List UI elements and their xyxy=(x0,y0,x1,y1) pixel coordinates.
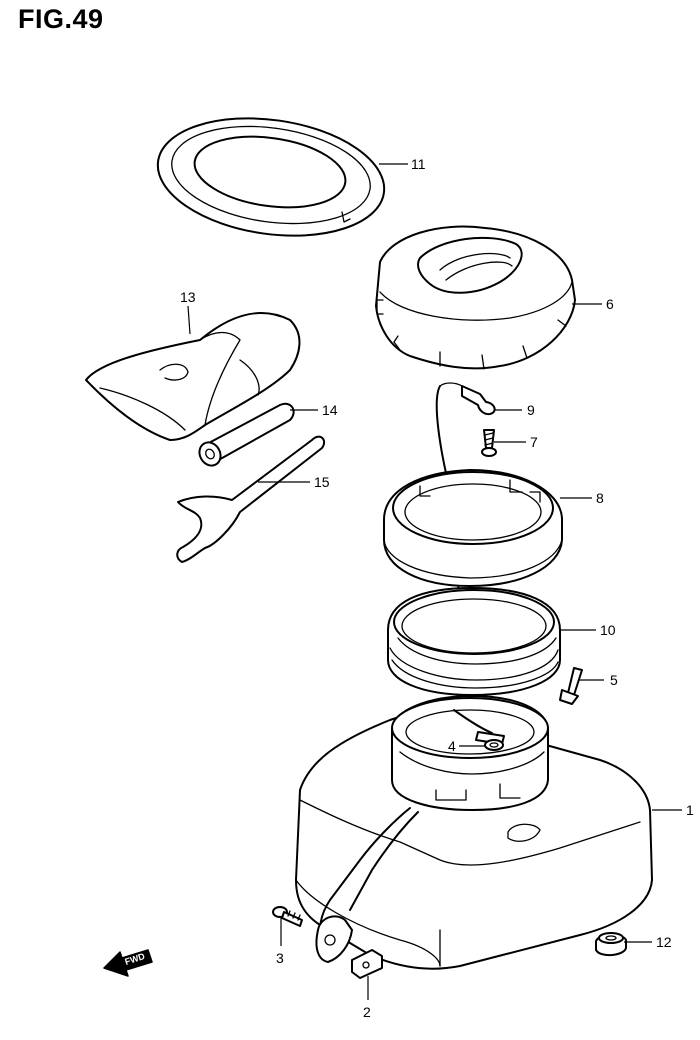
part-2-clip xyxy=(351,949,383,979)
callout-1: 1 xyxy=(686,802,694,818)
part-7-screw xyxy=(481,429,497,457)
callout-6: 6 xyxy=(606,296,614,312)
callout-7: 7 xyxy=(530,434,538,450)
callout-12: 12 xyxy=(656,934,672,950)
part-3-screw xyxy=(272,906,303,927)
callout-3: 3 xyxy=(276,950,284,966)
callout-11: 11 xyxy=(411,156,426,172)
fwd-direction-arrow: FWD xyxy=(103,949,153,977)
figure-title: FIG.49 xyxy=(18,4,104,34)
callout-14: 14 xyxy=(322,402,338,418)
part-11-seal-ring xyxy=(156,117,386,237)
part-12-grommet xyxy=(595,932,627,956)
callout-8: 8 xyxy=(596,490,604,506)
part-14-cylinder xyxy=(198,402,295,467)
part-1-tank xyxy=(295,695,653,970)
part-9-clip xyxy=(461,385,496,416)
callout-13: 13 xyxy=(180,289,196,305)
part-13-tool-pouch xyxy=(85,312,301,441)
part-10-threaded-ring xyxy=(387,587,561,696)
part-4-cable-end xyxy=(453,709,505,751)
callout-4: 4 xyxy=(448,738,456,754)
leader-lines xyxy=(187,163,682,1000)
callout-2: 2 xyxy=(363,1004,371,1020)
callout-10: 10 xyxy=(600,622,616,638)
callout-9: 9 xyxy=(527,402,535,418)
callout-labels: 11 6 13 14 15 9 7 8 10 5 4 1 3 2 12 xyxy=(180,156,694,1020)
part-15-spanner xyxy=(176,435,326,563)
part-6-filler-cap xyxy=(375,225,576,370)
callout-5: 5 xyxy=(610,672,618,688)
part-5-pin xyxy=(559,667,583,705)
callout-15: 15 xyxy=(314,474,330,490)
part-8-outer-ring xyxy=(383,469,563,587)
